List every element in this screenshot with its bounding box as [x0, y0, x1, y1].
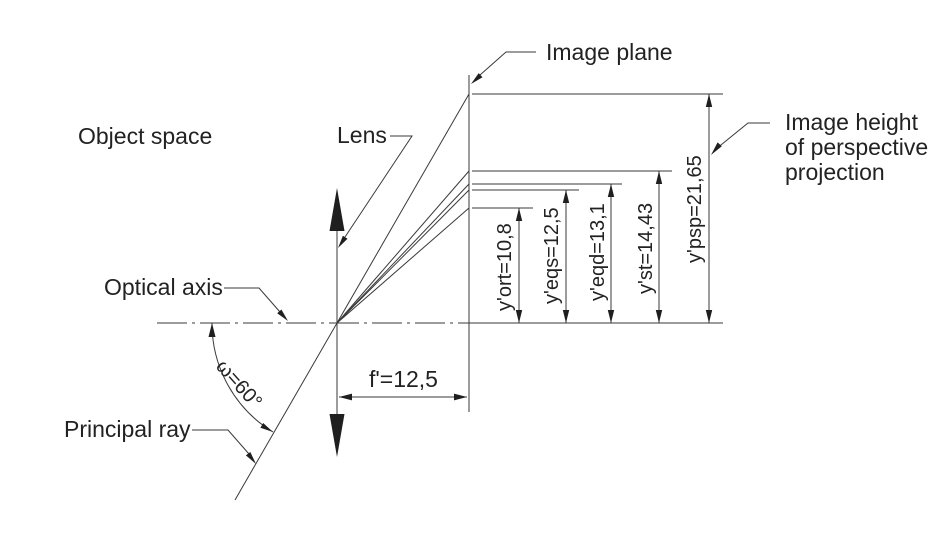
dim-psp-label: y'psp=21,65 [684, 155, 706, 263]
leader-image-plane-arrowhead [471, 73, 483, 84]
object-space-label: Object space [78, 123, 212, 149]
leader-lens-line [344, 135, 413, 238]
principal-ray-line [234, 93, 470, 501]
leader-image-height-line [715, 122, 770, 150]
angle-arc [211, 322, 274, 433]
dim-st-arrowhead-top [655, 171, 663, 184]
leader-lens-arrowhead [338, 235, 348, 248]
field-angle-label: ω=60° [211, 356, 266, 413]
dim-psp-arrowhead-top [705, 94, 713, 107]
optical-axis-label: Optical axis [104, 274, 223, 300]
focal-arrowhead-left [339, 393, 352, 401]
dim-eqs-arrowhead-bottom [562, 310, 570, 323]
angle-arrowhead-bottom [260, 423, 273, 432]
leader-principal-ray-arrowhead [245, 452, 256, 464]
dim-st-arrowhead-bottom [655, 310, 663, 323]
ray-orthographic [336, 207, 470, 324]
image-height-label-line2: of perspective [785, 134, 928, 160]
dim-eqs-label: y'eqs=12,5 [541, 207, 563, 304]
leader-principal-ray-line [192, 429, 250, 455]
dim-eqd-arrowhead-top [607, 184, 615, 197]
dim-ort-label: y'ort=10,8 [494, 223, 516, 311]
lens-arrowhead-down [329, 414, 345, 457]
focal-arrowhead-right [454, 393, 467, 401]
dim-ort-arrowhead-bottom [515, 310, 523, 323]
dim-eqd-arrowhead-bottom [607, 310, 615, 323]
ray-stereographic [336, 170, 470, 324]
ray-equidistant [336, 183, 470, 324]
dim-eqd-label: y'eqd=13,1 [587, 203, 609, 301]
ray-equisolid [336, 189, 470, 324]
leader-optical-axis-arrowhead [277, 309, 288, 321]
dim-psp-arrowhead-bottom [705, 310, 713, 323]
image-height-label-line3: projection [785, 159, 885, 185]
principal-ray-label: Principal ray [64, 416, 191, 442]
angle-arrowhead-top [208, 323, 216, 337]
dim-st-label: y'st=14,43 [635, 203, 657, 294]
lens-arrowhead-up [329, 188, 345, 231]
leader-image-height-arrowhead [711, 142, 722, 155]
dim-ort-arrowhead-top [515, 208, 523, 221]
dim-eqs-arrowhead-top [562, 190, 570, 203]
lens-label: Lens [337, 122, 387, 148]
leader-optical-axis-line [224, 287, 281, 313]
image-height-label-line1: Image height [785, 109, 919, 135]
focal-length-label: f'=12,5 [369, 366, 438, 392]
image-plane-label: Image plane [546, 39, 673, 65]
leader-image-plane-line [479, 51, 536, 76]
